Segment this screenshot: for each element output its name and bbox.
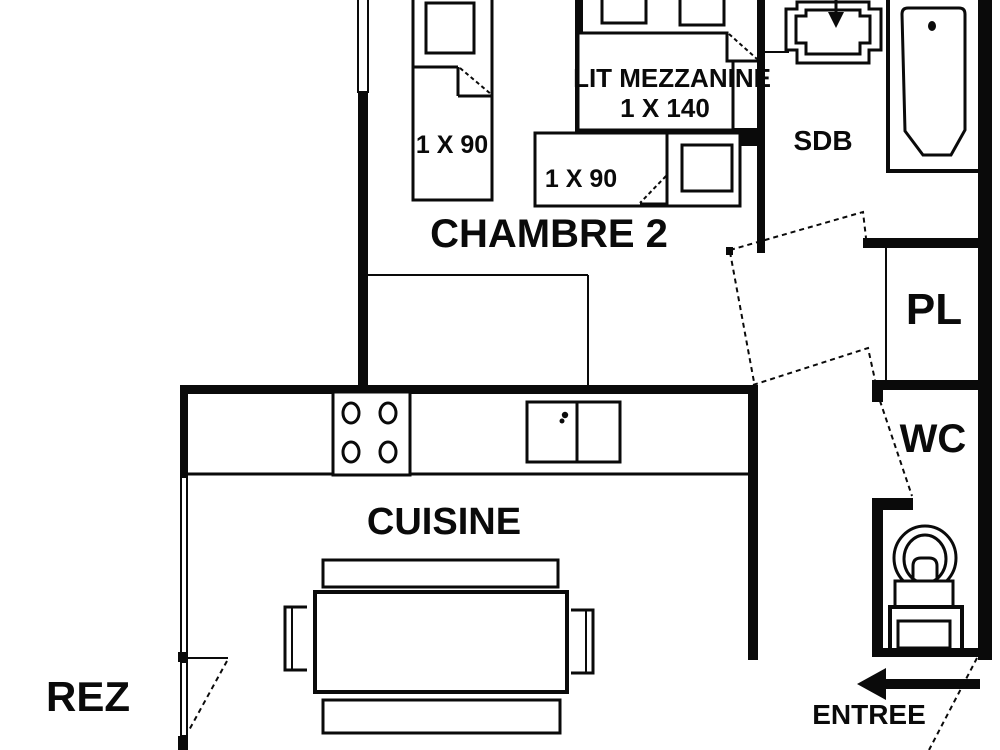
burner [341, 401, 361, 425]
pillow [678, 0, 726, 27]
bed-single-middle [533, 131, 742, 208]
wall [178, 736, 188, 750]
door-swing [876, 391, 913, 497]
stove [331, 390, 412, 477]
drain-icon [928, 21, 936, 31]
toilet [888, 524, 964, 652]
faucet-icon [561, 411, 569, 419]
door-swing [729, 251, 755, 383]
burner [378, 401, 398, 425]
door-swing [729, 210, 867, 251]
label-pl: PL [906, 285, 962, 334]
table-icon [313, 590, 569, 694]
blanket-fold-edge [639, 175, 667, 204]
label-entree: ENTREE [812, 699, 926, 730]
label-chambre2: CHAMBRE 2 [430, 212, 668, 256]
dining-set [283, 558, 595, 735]
bed-single-left [411, 0, 494, 202]
kitchen [186, 390, 748, 735]
faucet-icon [559, 418, 565, 424]
washbasin [784, 0, 883, 65]
label-wc: WC [900, 417, 967, 461]
label-bed-mid-size: 1 X 90 [545, 165, 617, 193]
entry-arrow [857, 668, 980, 700]
wall [757, 0, 765, 253]
pillow [680, 143, 734, 193]
door-hinge [178, 652, 188, 662]
entry-arrow-icon [883, 679, 980, 689]
wall [748, 385, 758, 660]
door-hinge [726, 247, 733, 255]
wall [358, 92, 368, 393]
bench-icon [321, 698, 562, 735]
pillow [600, 0, 648, 25]
pillow [424, 1, 476, 55]
wall [180, 385, 188, 477]
labels: LIT MEZZANINE 1 X 140 1 X 90 1 X 90 CHAM… [46, 63, 966, 730]
bench-icon [321, 558, 560, 589]
wall [863, 238, 978, 248]
kitchen-sink-icon [525, 400, 622, 464]
bathtub [886, 0, 982, 173]
windows [178, 0, 369, 750]
washbasin-inner [794, 8, 872, 56]
toilet-tank-inner [896, 619, 952, 650]
doors [187, 210, 978, 750]
wall [872, 498, 883, 655]
wall [180, 385, 758, 394]
stove-icon [331, 390, 412, 477]
bathtub-inner [900, 6, 967, 157]
chair-icon [571, 608, 595, 675]
label-lit-mezzanine: LIT MEZZANINE [573, 63, 771, 93]
label-cuisine: CUISINE [367, 501, 521, 543]
kitchen-sink [525, 400, 622, 464]
blanket-fold-edge [728, 33, 758, 60]
burner [378, 440, 398, 464]
washbasin-icon [784, 0, 883, 65]
door-swing [187, 660, 228, 733]
burner [341, 440, 361, 464]
wall [872, 380, 978, 390]
window [357, 0, 369, 93]
toilet-base [893, 579, 955, 610]
chair-icon [283, 605, 307, 672]
label-rez: REZ [46, 673, 130, 720]
wall [872, 648, 978, 657]
label-lit-mezzanine-size: 1 X 140 [620, 93, 710, 123]
label-sdb: SDB [793, 125, 852, 156]
label-bed-left-size: 1 X 90 [416, 131, 488, 159]
tap-icon [828, 12, 844, 28]
bed-mezzanine [576, 0, 758, 132]
entry-arrow-icon [857, 668, 886, 700]
toilet-lid [911, 556, 939, 582]
door-swing [752, 346, 876, 386]
